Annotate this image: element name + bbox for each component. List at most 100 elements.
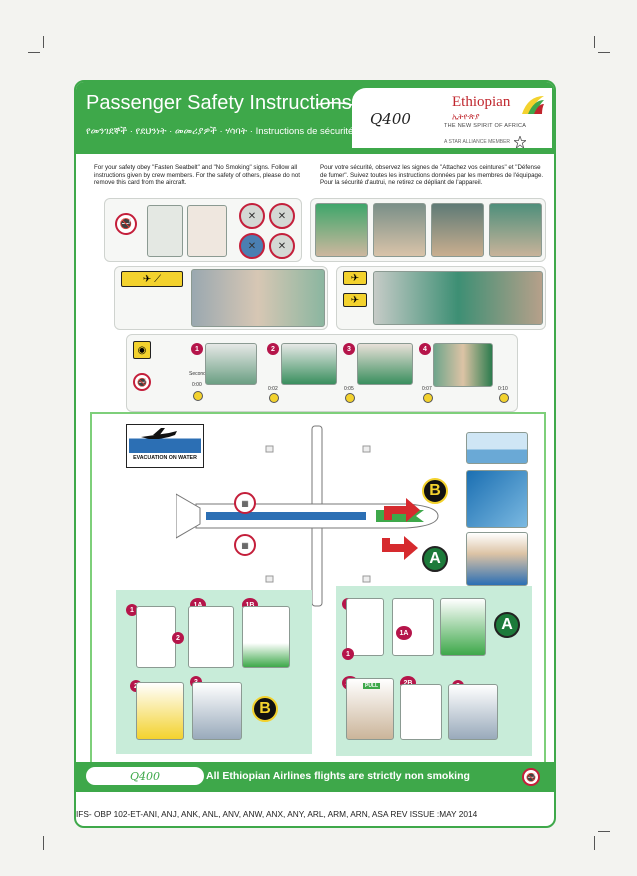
seatbelt-step-2 bbox=[373, 203, 426, 257]
timer-icon bbox=[499, 393, 509, 403]
door-a-step-1-illustration bbox=[346, 598, 384, 656]
evacuation-section: EVACUATION ON WATER ▦ ▦ B A 1 2 1A bbox=[90, 412, 546, 772]
intro-french: Pour votre sécurité, observez les signes… bbox=[320, 164, 544, 187]
pull-label: PULL bbox=[363, 683, 381, 689]
brace-panel-forward: ✈ ⟋ bbox=[114, 266, 328, 330]
no-game-icon: ✕ bbox=[269, 233, 295, 259]
airline-logo-icon bbox=[522, 96, 544, 114]
oxygen-step-1-illustration bbox=[205, 343, 257, 385]
aircraft-seat-map bbox=[176, 425, 439, 607]
no-smoking-icon: 🚭 bbox=[522, 768, 540, 786]
brace-forward-illustration bbox=[191, 269, 325, 327]
exit-b-badge: B bbox=[422, 478, 448, 504]
ditching-brace-illustration bbox=[466, 470, 528, 528]
crop-mark bbox=[43, 36, 44, 48]
door-a-step-3-illustration bbox=[448, 684, 498, 740]
star-alliance-icon bbox=[514, 136, 526, 148]
timer-label: 0:07 bbox=[422, 386, 432, 392]
card-identifier: IFS- OBP 102-ET-ANI, ANJ, ANK, ANL, ANV,… bbox=[76, 809, 478, 819]
card-title: Passenger Safety Instructions bbox=[86, 92, 352, 114]
door-b-step-1-illustration bbox=[136, 606, 176, 668]
timer-icon bbox=[423, 393, 433, 403]
oxygen-step-1-badge: 1 bbox=[191, 343, 203, 355]
door-a-badge: A bbox=[494, 612, 520, 638]
timer-icon bbox=[269, 393, 279, 403]
water-evacuation-sign: EVACUATION ON WATER bbox=[126, 424, 204, 468]
door-b-step-1b-illustration bbox=[242, 606, 290, 668]
brace-sign-icon: ✈ bbox=[343, 271, 367, 285]
seatbelt-step-4 bbox=[489, 203, 542, 257]
exit-a-badge: A bbox=[422, 546, 448, 572]
airline-logo-name: Ethiopian bbox=[452, 94, 511, 110]
crop-mark bbox=[598, 831, 610, 832]
no-laptop-icon: ✕ bbox=[269, 203, 295, 229]
passenger-seated-illustration bbox=[147, 205, 183, 257]
title-swoosh bbox=[316, 102, 356, 107]
door-b-panel: 1 2 1A 1B 2 3 B bbox=[116, 590, 312, 754]
timer-label: 0:02 bbox=[268, 386, 278, 392]
crop-mark bbox=[594, 36, 595, 48]
oxygen-step-3-badge: 3 bbox=[343, 343, 355, 355]
door-a-step-badge: 1A bbox=[396, 626, 412, 640]
exit-b-arrow-icon bbox=[384, 498, 420, 522]
child-lap-illustration bbox=[187, 205, 227, 257]
card-subtitle: የመንገደኞች · የደህንነት · መመሪያዎች · ሃሳባት · Instr… bbox=[86, 126, 354, 137]
ditching-aircraft-illustration bbox=[466, 432, 528, 464]
door-b-step-3-illustration bbox=[192, 682, 242, 740]
door-b-step-1a-illustration bbox=[188, 606, 234, 668]
oxygen-step-3-illustration bbox=[357, 343, 413, 385]
crop-mark bbox=[594, 836, 595, 850]
seatbelt-step-1 bbox=[315, 203, 368, 257]
intro-english: For your safety obey "Fasten Seatbelt" a… bbox=[94, 164, 301, 187]
timer-label: 0:00 bbox=[192, 382, 202, 388]
header-brand-panel: Q400 Ethiopian ኢትዮጵያ THE NEW SPIRIT OF A… bbox=[352, 88, 552, 148]
airline-tagline: THE NEW SPIRIT OF AFRICA bbox=[444, 123, 527, 129]
airline-logo-amharic: ኢትዮጵያ bbox=[452, 112, 480, 121]
exit-a-arrow-icon bbox=[382, 536, 418, 560]
seconds-label: Seconds bbox=[189, 371, 209, 377]
water-evacuation-label: EVACUATION ON WATER bbox=[133, 455, 197, 461]
footer-aircraft-model: Q400 bbox=[86, 767, 204, 785]
brace-aft-illustration bbox=[373, 271, 543, 325]
no-exit-icon: ▦ bbox=[234, 534, 256, 556]
door-a-step-badge: 1 bbox=[342, 648, 354, 660]
oxygen-step-2-badge: 2 bbox=[267, 343, 279, 355]
door-b-step-badge: 2 bbox=[172, 632, 184, 644]
aircraft-model: Q400 bbox=[370, 110, 411, 128]
no-smoking-message: All Ethiopian Airlines flights are stric… bbox=[206, 770, 470, 782]
water-evacuation-icon bbox=[129, 427, 201, 453]
brace-panel-aft: ✈ ✈ bbox=[336, 266, 546, 330]
crop-mark bbox=[28, 52, 40, 53]
oxygen-step-4-badge: 4 bbox=[419, 343, 431, 355]
life-vest-illustration bbox=[466, 532, 528, 586]
signs-panel: 🚭 ✕ ✕ ✕ ✕ bbox=[104, 198, 302, 262]
seatbelt-step-3 bbox=[431, 203, 484, 257]
airplane-icon bbox=[141, 428, 177, 439]
door-a-step-2b-illustration bbox=[400, 684, 442, 740]
door-a-step-1b-illustration bbox=[440, 598, 486, 656]
door-b-step-2-illustration bbox=[136, 682, 184, 740]
no-smoking-icon: 🚭 bbox=[115, 213, 137, 235]
door-a-step-2a-illustration: PULL bbox=[346, 678, 394, 740]
door-b-badge: B bbox=[252, 696, 278, 722]
seatbelt-panel bbox=[310, 198, 546, 262]
card-footer: Q400 All Ethiopian Airlines flights are … bbox=[76, 762, 554, 792]
timer-label: 0:05 bbox=[344, 386, 354, 392]
timer-label: 0:10 bbox=[498, 386, 508, 392]
oxygen-mask-sign-icon: ◉ bbox=[133, 341, 151, 359]
no-device-icon: ✕ bbox=[239, 233, 265, 259]
crop-mark bbox=[43, 836, 44, 850]
timer-icon bbox=[193, 391, 203, 401]
brace-sign-icon: ✈ ⟋ bbox=[121, 271, 183, 287]
no-phone-icon: ✕ bbox=[239, 203, 265, 229]
card-header: Passenger Safety Instructions የመንገደኞች · … bbox=[76, 82, 554, 154]
no-smoking-icon: 🚭 bbox=[133, 373, 151, 391]
oxygen-step-2-illustration bbox=[281, 343, 337, 385]
door-a-panel: 2 1 1A 1B A 2A PULL 2B 3 bbox=[336, 586, 532, 756]
crop-mark bbox=[598, 52, 610, 53]
alliance-label: A STAR ALLIANCE MEMBER bbox=[444, 139, 511, 145]
no-exit-icon: ▦ bbox=[234, 492, 256, 514]
oxygen-step-4-illustration bbox=[433, 343, 493, 387]
door-b-step-badge: 1 bbox=[126, 604, 138, 616]
brace-sign-icon: ✈ bbox=[343, 293, 367, 307]
